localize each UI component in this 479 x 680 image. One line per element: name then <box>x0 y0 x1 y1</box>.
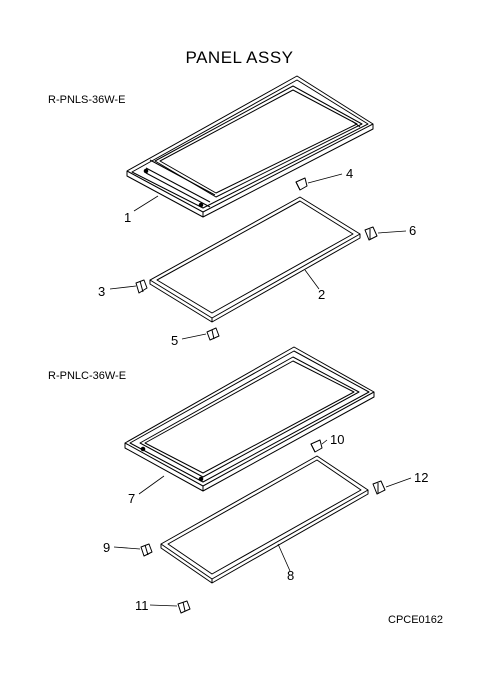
part-7-panel-frame <box>124 346 375 492</box>
part-5-clip <box>206 327 220 341</box>
drawing-code: CPCE0162 <box>388 614 444 626</box>
callout-12: 12 <box>414 470 429 485</box>
part-10-bracket <box>310 439 323 453</box>
callout-3: 3 <box>98 284 106 299</box>
model-label-lower: R-PNLC-36W-E <box>48 370 127 382</box>
part-3-clip <box>135 279 148 294</box>
callout-2: 2 <box>318 287 326 302</box>
part-12-clip <box>372 480 386 495</box>
callout-10: 10 <box>330 432 345 447</box>
model-label-upper: R-PNLS-36W-E <box>48 94 126 106</box>
part-4-bracket <box>295 177 308 191</box>
part-9-clip <box>140 543 153 557</box>
part-2-tray <box>149 196 361 323</box>
callout-4: 4 <box>346 166 354 181</box>
callout-5: 5 <box>171 333 179 348</box>
part-11-clip <box>177 600 191 614</box>
callout-6: 6 <box>409 223 417 238</box>
leader-lines <box>109 173 412 607</box>
callout-1: 1 <box>124 210 132 225</box>
part-1-panel-frame <box>126 75 374 218</box>
callout-11: 11 <box>135 598 149 613</box>
part-8-tray <box>160 455 369 584</box>
callout-9: 9 <box>103 540 111 555</box>
page-title: PANEL ASSY <box>185 48 294 67</box>
callout-7: 7 <box>128 491 136 506</box>
callout-8: 8 <box>287 568 295 583</box>
part-6-clip <box>364 226 378 241</box>
